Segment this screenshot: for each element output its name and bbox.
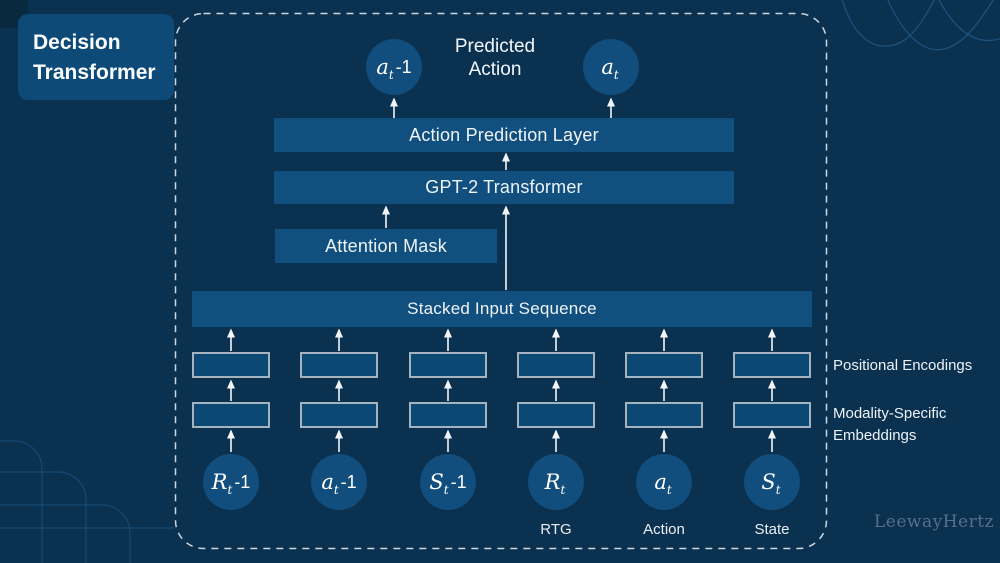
positional-encoding-box-4 <box>517 352 595 378</box>
leewayhertz-watermark: LeewayHertz <box>874 512 995 532</box>
action-caption: Action <box>643 521 685 538</box>
title-line-2: Transformer <box>33 61 156 84</box>
positional-encoding-box-5 <box>625 352 703 378</box>
input-token-circle-at-1: at-1 <box>311 454 367 510</box>
input-token-circle-st: St <box>744 454 800 510</box>
attention-mask-box: Attention Mask <box>275 229 497 263</box>
dashed-container-border <box>174 12 828 550</box>
diagram-title: Decision Transformer <box>18 14 174 100</box>
input-token-circle-rt-1: Rt-1 <box>203 454 259 510</box>
embedding-box-5 <box>625 402 703 428</box>
predicted-action-label: Predicted Action <box>454 36 536 80</box>
input-token-circle-st-1: St-1 <box>420 454 476 510</box>
gpt2-transformer-box: GPT-2 Transformer <box>274 171 734 204</box>
embedding-box-2 <box>300 402 378 428</box>
action-prediction-layer-box: Action Prediction Layer <box>274 118 734 152</box>
positional-encoding-box-3 <box>409 352 487 378</box>
wave-decoration <box>841 0 1000 51</box>
embedding-box-1 <box>192 402 270 428</box>
embedding-box-6 <box>733 402 811 428</box>
token-math: at <box>601 55 619 83</box>
input-token-circle-at2: at <box>636 454 692 510</box>
stacked-input-sequence-box: Stacked Input Sequence <box>192 291 812 327</box>
positional-encoding-box-2 <box>300 352 378 378</box>
input-token-circle-rt: Rt <box>528 454 584 510</box>
positional-encodings-label: Positional Encodings <box>833 357 973 374</box>
grid-decoration <box>0 440 174 563</box>
modality-embeddings-label: Modality-Specific Embeddings <box>833 405 947 444</box>
output-token-circle-at: at <box>583 39 639 95</box>
positional-encoding-box-6 <box>733 352 811 378</box>
state-caption: State <box>754 521 790 538</box>
embedding-box-3 <box>409 402 487 428</box>
positional-encoding-box-1 <box>192 352 270 378</box>
rtg-caption: RTG <box>540 521 572 538</box>
output-token-circle-at-1: at-1 <box>366 39 422 95</box>
embedding-box-4 <box>517 402 595 428</box>
token-math: at <box>376 55 394 83</box>
title-line-1: Decision <box>33 31 121 54</box>
